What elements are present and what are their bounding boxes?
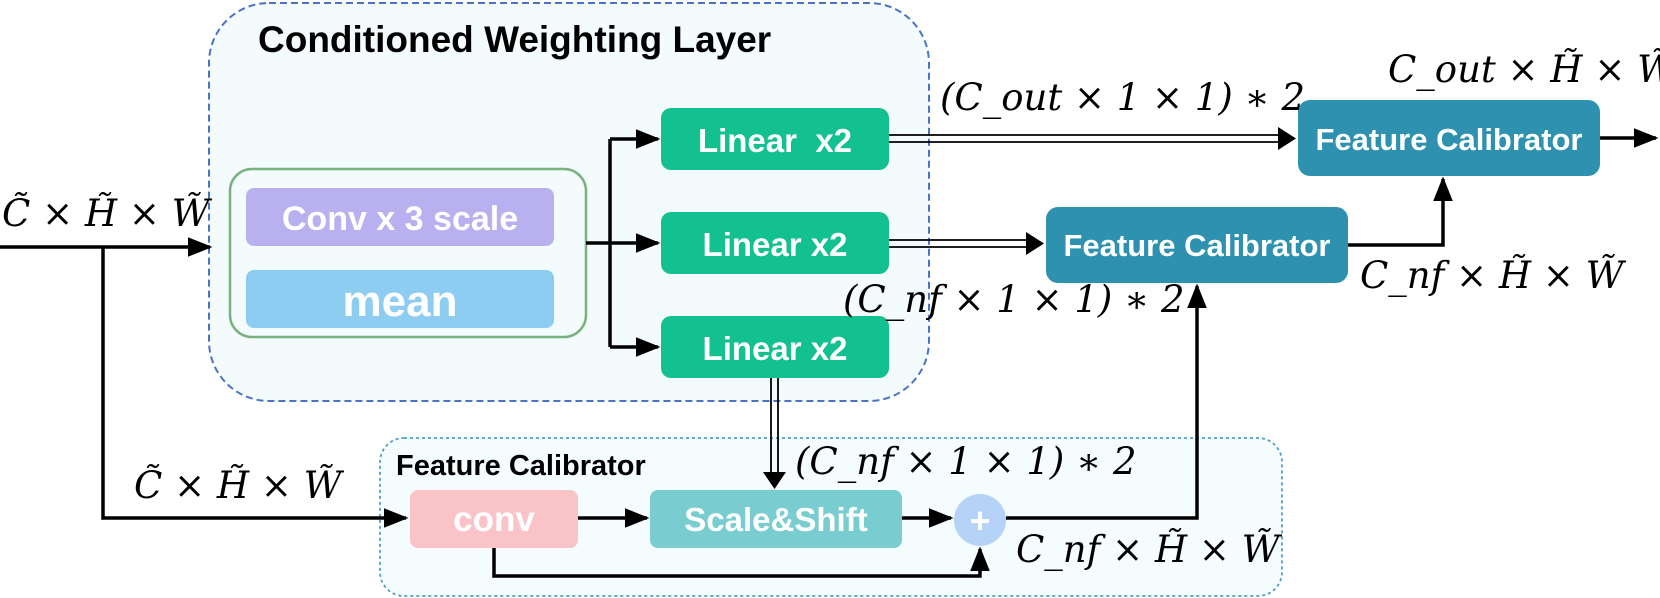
- linear1-label: Linear x2: [698, 122, 852, 159]
- scale-shift-node: [650, 490, 902, 548]
- edge-skip-down: [101, 247, 409, 528]
- calib-top-node: [1298, 100, 1600, 176]
- linear1-node: [661, 108, 889, 170]
- math-input: C̃ × H̃ × W̃: [2, 191, 213, 235]
- calib-mid-label: Feature Calibrator: [1063, 228, 1330, 263]
- math-cnf-param-low: (C_nf × 1 × 1) ∗ 2: [795, 440, 1137, 484]
- math-cout-param: (C_out × 1 × 1) ∗ 2: [940, 76, 1305, 120]
- math-input-text: C̃ × H̃ × W̃: [2, 191, 213, 235]
- edge-calib-mid-top: [1348, 176, 1453, 247]
- scale-shift-label: Scale&Shift: [684, 501, 867, 538]
- mean-node: [246, 270, 554, 328]
- linear2-label: Linear x2: [703, 226, 848, 263]
- edge-linear2-calib-head: [1026, 232, 1044, 255]
- edge-linear1-calib-head: [1278, 127, 1296, 150]
- conv-label: conv: [453, 500, 535, 539]
- cwl-title: Conditioned Weighting Layer: [258, 19, 771, 60]
- math-cnf-shape-mid: C_nf × H̃ × W̃: [1360, 253, 1627, 298]
- linear3-label: Linear x2: [703, 330, 848, 367]
- edge-conv-residual: [492, 546, 990, 578]
- math-cout-shape: C_out × H̃ × W̃: [1388, 47, 1660, 92]
- conv3-node: [246, 188, 554, 246]
- edge-plus-calib-mid: [1006, 283, 1207, 520]
- plus-node: [954, 494, 1006, 546]
- math-cnf-shape-low: C_nf × H̃ × W̃: [1016, 527, 1283, 572]
- conv-node: [410, 490, 578, 548]
- edge-linear3-ss-head: [763, 472, 786, 489]
- edges: [0, 127, 1659, 578]
- mean-label: mean: [343, 277, 458, 326]
- calib-top-label: Feature Calibrator: [1315, 122, 1582, 157]
- math-input-lower: C̃ × H̃ × W̃: [134, 463, 345, 507]
- math-cnf-param-mid: (C_nf × 1 × 1) ∗ 2: [843, 278, 1185, 322]
- plus-label: +: [969, 500, 990, 541]
- linear2-node: [661, 212, 889, 274]
- fc-title: Feature Calibrator: [396, 450, 646, 482]
- conv3-label: Conv x 3 scale: [282, 200, 518, 238]
- linear3-node: [661, 316, 889, 378]
- calib-mid-node: [1046, 207, 1348, 283]
- math-input-lower-text: C̃ × H̃ × W̃: [134, 463, 345, 507]
